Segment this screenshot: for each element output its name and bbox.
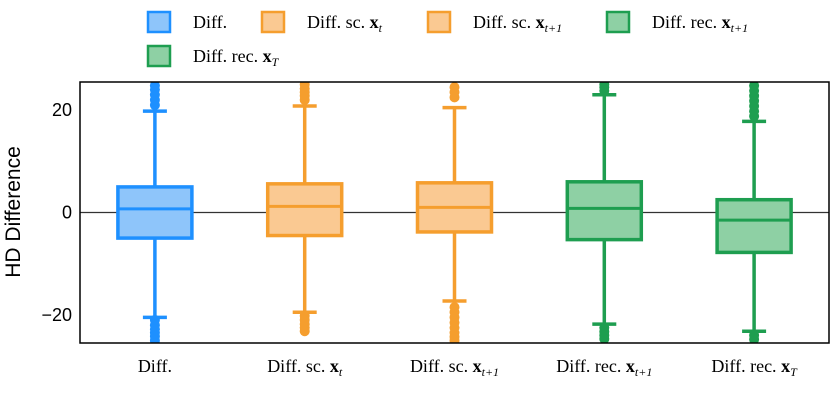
legend-swatch: [146, 44, 172, 68]
legend-label: Diff.: [193, 12, 227, 32]
box-4: [565, 82, 644, 343]
legend-label: Diff. sc. xt+1: [473, 12, 562, 35]
outlier-point: [599, 333, 610, 343]
outlier-point: [149, 82, 160, 91]
outlier-point: [749, 82, 760, 91]
legend-entry-5: Diff. rec. xT: [146, 44, 280, 69]
box-2: [265, 82, 344, 337]
legend-entry-2: Diff. sc. xt: [260, 10, 383, 35]
x-category-label-1: Diff.: [138, 356, 172, 376]
iqr-box: [715, 197, 793, 255]
y-axis: −20 0 20: [41, 100, 72, 325]
legend-entry-3: Diff. sc. xt+1: [426, 10, 562, 35]
outlier-point: [449, 335, 460, 343]
box-1: [116, 82, 194, 343]
outlier-point: [149, 335, 160, 343]
outlier-point: [599, 82, 610, 90]
outlier-point: [749, 334, 760, 343]
y-tick-label: −20: [41, 305, 72, 325]
y-tick-label: 20: [52, 100, 72, 120]
outlier-point: [449, 82, 460, 93]
legend-swatch: [605, 10, 631, 34]
x-axis: Diff. Diff. sc. xt Diff. sc. xt+1 Diff. rec…: [138, 356, 798, 379]
iqr-box: [565, 180, 644, 242]
box-5: [715, 82, 793, 343]
plot-area: [79, 81, 830, 344]
legend-entry-1: Diff.: [146, 10, 227, 34]
iqr-box: [265, 182, 344, 238]
legend-label: Diff. rec. xt+1: [652, 12, 748, 35]
x-category-label-5: Diff. rec. xT: [711, 356, 798, 379]
x-category-label-4: Diff. rec. xt+1: [556, 356, 652, 379]
y-axis-label: HD Difference: [2, 146, 25, 278]
plot-marks: [80, 82, 829, 343]
legend-swatch: [146, 10, 172, 34]
y-tick-label: 0: [62, 203, 72, 223]
legend-swatch: [426, 10, 452, 34]
iqr-box: [116, 185, 194, 240]
legend-entry-4: Diff. rec. xt+1: [605, 10, 748, 35]
legend-label: Diff. rec. xT: [193, 46, 280, 69]
legend-label: Diff. sc. xt: [307, 12, 383, 35]
legend-swatch: [260, 10, 286, 34]
box-3: [415, 82, 494, 343]
x-category-label-3: Diff. sc. xt+1: [410, 356, 499, 379]
outlier-point: [299, 326, 310, 337]
outlier-point: [299, 82, 310, 90]
plot-frame: [79, 81, 830, 344]
x-category-label-2: Diff. sc. xt: [267, 356, 343, 379]
